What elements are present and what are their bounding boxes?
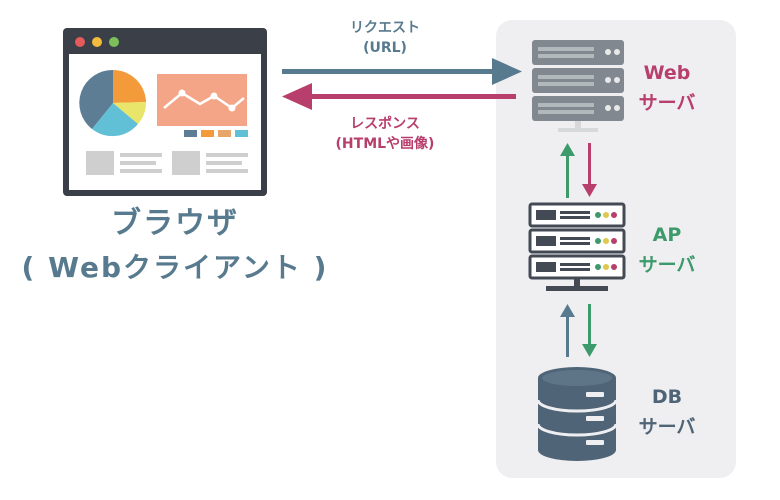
web-server-label: Web サーバ bbox=[622, 58, 712, 118]
ap-server-label-line1: AP bbox=[652, 224, 682, 246]
ap-server-label-line2: サーバ bbox=[638, 254, 696, 276]
response-label-detail: (HTMLや画像) bbox=[335, 136, 435, 152]
request-label-detail: (URL) bbox=[363, 40, 407, 56]
db-server-label-line2: サーバ bbox=[638, 416, 696, 438]
db-server-icon bbox=[536, 367, 618, 461]
browser-caption: ブラウザ bbox=[111, 206, 239, 241]
line-chart-icon bbox=[157, 74, 248, 137]
ap-server-icon bbox=[528, 202, 626, 291]
ap-server-label: AP サーバ bbox=[622, 220, 712, 280]
db-server-label: DB サーバ bbox=[622, 382, 712, 442]
request-arrow bbox=[282, 58, 522, 85]
request-label-text: リクエスト bbox=[350, 20, 420, 36]
db-server-label-line1: DB bbox=[651, 386, 683, 408]
web-server-label-line1: Web bbox=[643, 62, 691, 84]
web-server-icon bbox=[532, 40, 624, 132]
web-server-label-line2: サーバ bbox=[638, 92, 696, 114]
pie-chart-icon bbox=[79, 69, 147, 137]
browser-window-icon bbox=[63, 28, 267, 196]
ap-db-arrows bbox=[560, 304, 597, 357]
response-label-text: レスポンス bbox=[350, 116, 420, 132]
response-label: レスポンス (HTMLや画像) bbox=[310, 114, 460, 154]
web-ap-arrows bbox=[560, 143, 597, 198]
request-label: リクエスト (URL) bbox=[320, 18, 450, 58]
response-arrow bbox=[282, 83, 516, 110]
content-blocks-icon bbox=[86, 151, 248, 175]
browser-subcaption: ( Webクライアント ) bbox=[21, 251, 329, 284]
